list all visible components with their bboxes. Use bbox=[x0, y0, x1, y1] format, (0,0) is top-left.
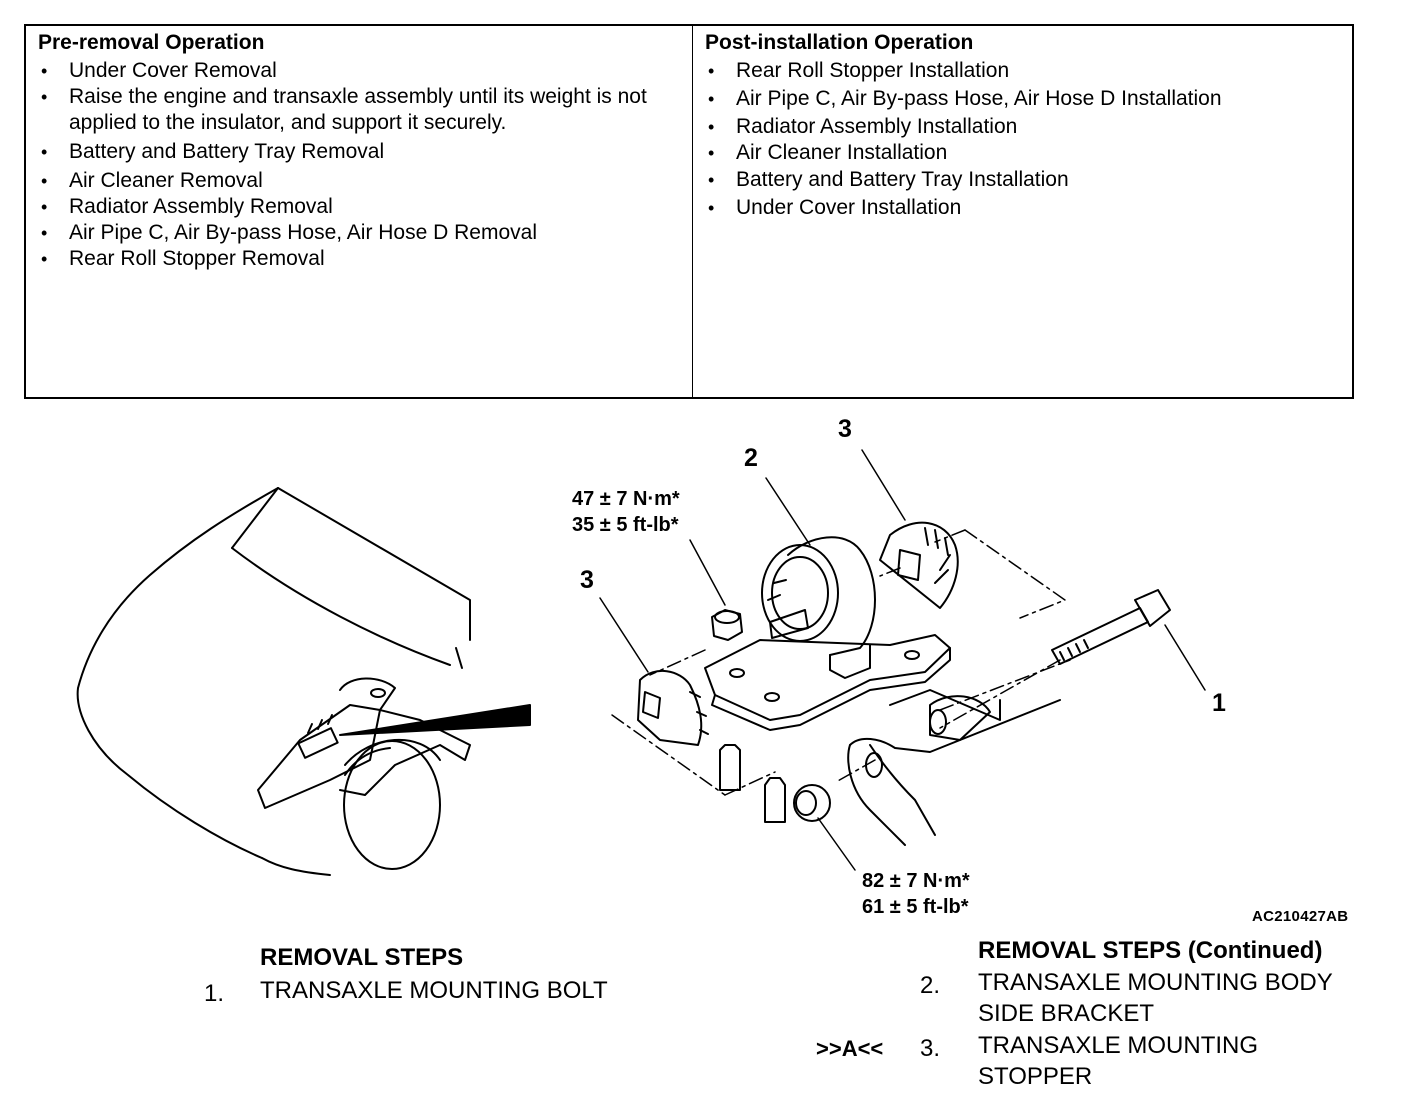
pre-removal-title: Pre-removal Operation bbox=[38, 31, 265, 54]
post-installation-column: Post-installation Operation Rear Roll St… bbox=[693, 26, 1352, 397]
figure-area: 3 2 3 1 47 ± 7 N·m* 35 ± 5 ft-lb* 82 ± 7… bbox=[0, 400, 1408, 940]
body-side-bracket bbox=[704, 634, 951, 731]
list-item: Raise the engine and transaxle assembly … bbox=[38, 84, 692, 136]
step-3-number: 3. bbox=[920, 1035, 941, 1062]
reference-lines bbox=[611, 529, 1071, 796]
pointer-wedge bbox=[339, 704, 531, 736]
step-2-line1: TRANSAXLE MOUNTING BODY bbox=[978, 969, 1333, 996]
torque-lower-metric: 82 ± 7 N·m* bbox=[862, 870, 970, 892]
leader-lines bbox=[599, 449, 1206, 871]
frame-member bbox=[847, 689, 1061, 846]
vehicle-outline bbox=[76, 487, 471, 876]
pre-removal-column: Pre-removal Operation Under Cover Remova… bbox=[26, 26, 693, 397]
list-item: Rear Roll Stopper Removal bbox=[38, 246, 692, 272]
step-3-line1: TRANSAXLE MOUNTING bbox=[978, 1032, 1259, 1059]
torque-lower: 82 ± 7 N·m* 61 ± 5 ft-lb* bbox=[862, 868, 970, 920]
list-item: Under Cover Installation bbox=[705, 195, 1352, 221]
torque-lower-imperial: 61 ± 5 ft-lb* bbox=[862, 896, 969, 918]
upper-nut bbox=[711, 609, 743, 641]
operations-table: Pre-removal Operation Under Cover Remova… bbox=[24, 24, 1354, 399]
callout-3-top: 3 bbox=[838, 415, 852, 443]
removal-steps-heading: REMOVAL STEPS bbox=[260, 944, 464, 971]
step-3-reference: >>A<< bbox=[816, 1036, 884, 1061]
post-installation-title: Post-installation Operation bbox=[705, 31, 974, 54]
transaxle-mount-diagram bbox=[76, 449, 1206, 876]
list-item: Radiator Assembly Installation bbox=[705, 114, 1352, 140]
lower-nut bbox=[793, 784, 831, 822]
studs bbox=[719, 744, 786, 823]
step-1-text: TRANSAXLE MOUNTING BOLT bbox=[260, 977, 608, 1004]
mounting-insulator bbox=[761, 536, 876, 679]
step-3-line2: STOPPER bbox=[978, 1063, 1093, 1090]
step-1-number: 1. bbox=[204, 980, 225, 1007]
mounting-bolt bbox=[1051, 589, 1171, 665]
torque-upper-metric: 47 ± 7 N·m* bbox=[572, 488, 680, 510]
step-2-number: 2. bbox=[920, 972, 941, 999]
list-item: Air Cleaner Installation bbox=[705, 140, 1352, 166]
post-installation-list: Rear Roll Stopper Installation Air Pipe … bbox=[705, 58, 1352, 221]
list-item: Air Cleaner Removal bbox=[38, 168, 692, 194]
stopper-right bbox=[879, 521, 959, 609]
step-2-line2: SIDE BRACKET bbox=[978, 1000, 1155, 1027]
callout-3-left: 3 bbox=[580, 566, 594, 594]
list-item: Air Pipe C, Air By-pass Hose, Air Hose D… bbox=[38, 220, 692, 246]
list-item: Battery and Battery Tray Removal bbox=[38, 139, 692, 165]
figure-code: AC210427AB bbox=[1252, 908, 1349, 925]
torque-upper: 47 ± 7 N·m* 35 ± 5 ft-lb* bbox=[572, 486, 680, 538]
torque-upper-imperial: 35 ± 5 ft-lb* bbox=[572, 514, 679, 536]
pre-removal-list: Under Cover Removal Raise the engine and… bbox=[38, 58, 692, 272]
callout-2: 2 bbox=[744, 444, 758, 472]
list-item: Radiator Assembly Removal bbox=[38, 194, 692, 220]
callout-1: 1 bbox=[1212, 689, 1226, 717]
list-item: Battery and Battery Tray Installation bbox=[705, 167, 1352, 193]
stopper-left bbox=[637, 669, 709, 746]
list-item: Under Cover Removal bbox=[38, 58, 692, 84]
list-item: Rear Roll Stopper Installation bbox=[705, 58, 1352, 84]
list-item: Air Pipe C, Air By-pass Hose, Air Hose D… bbox=[705, 86, 1352, 112]
removal-steps-continued-heading: REMOVAL STEPS (Continued) bbox=[978, 937, 1323, 964]
